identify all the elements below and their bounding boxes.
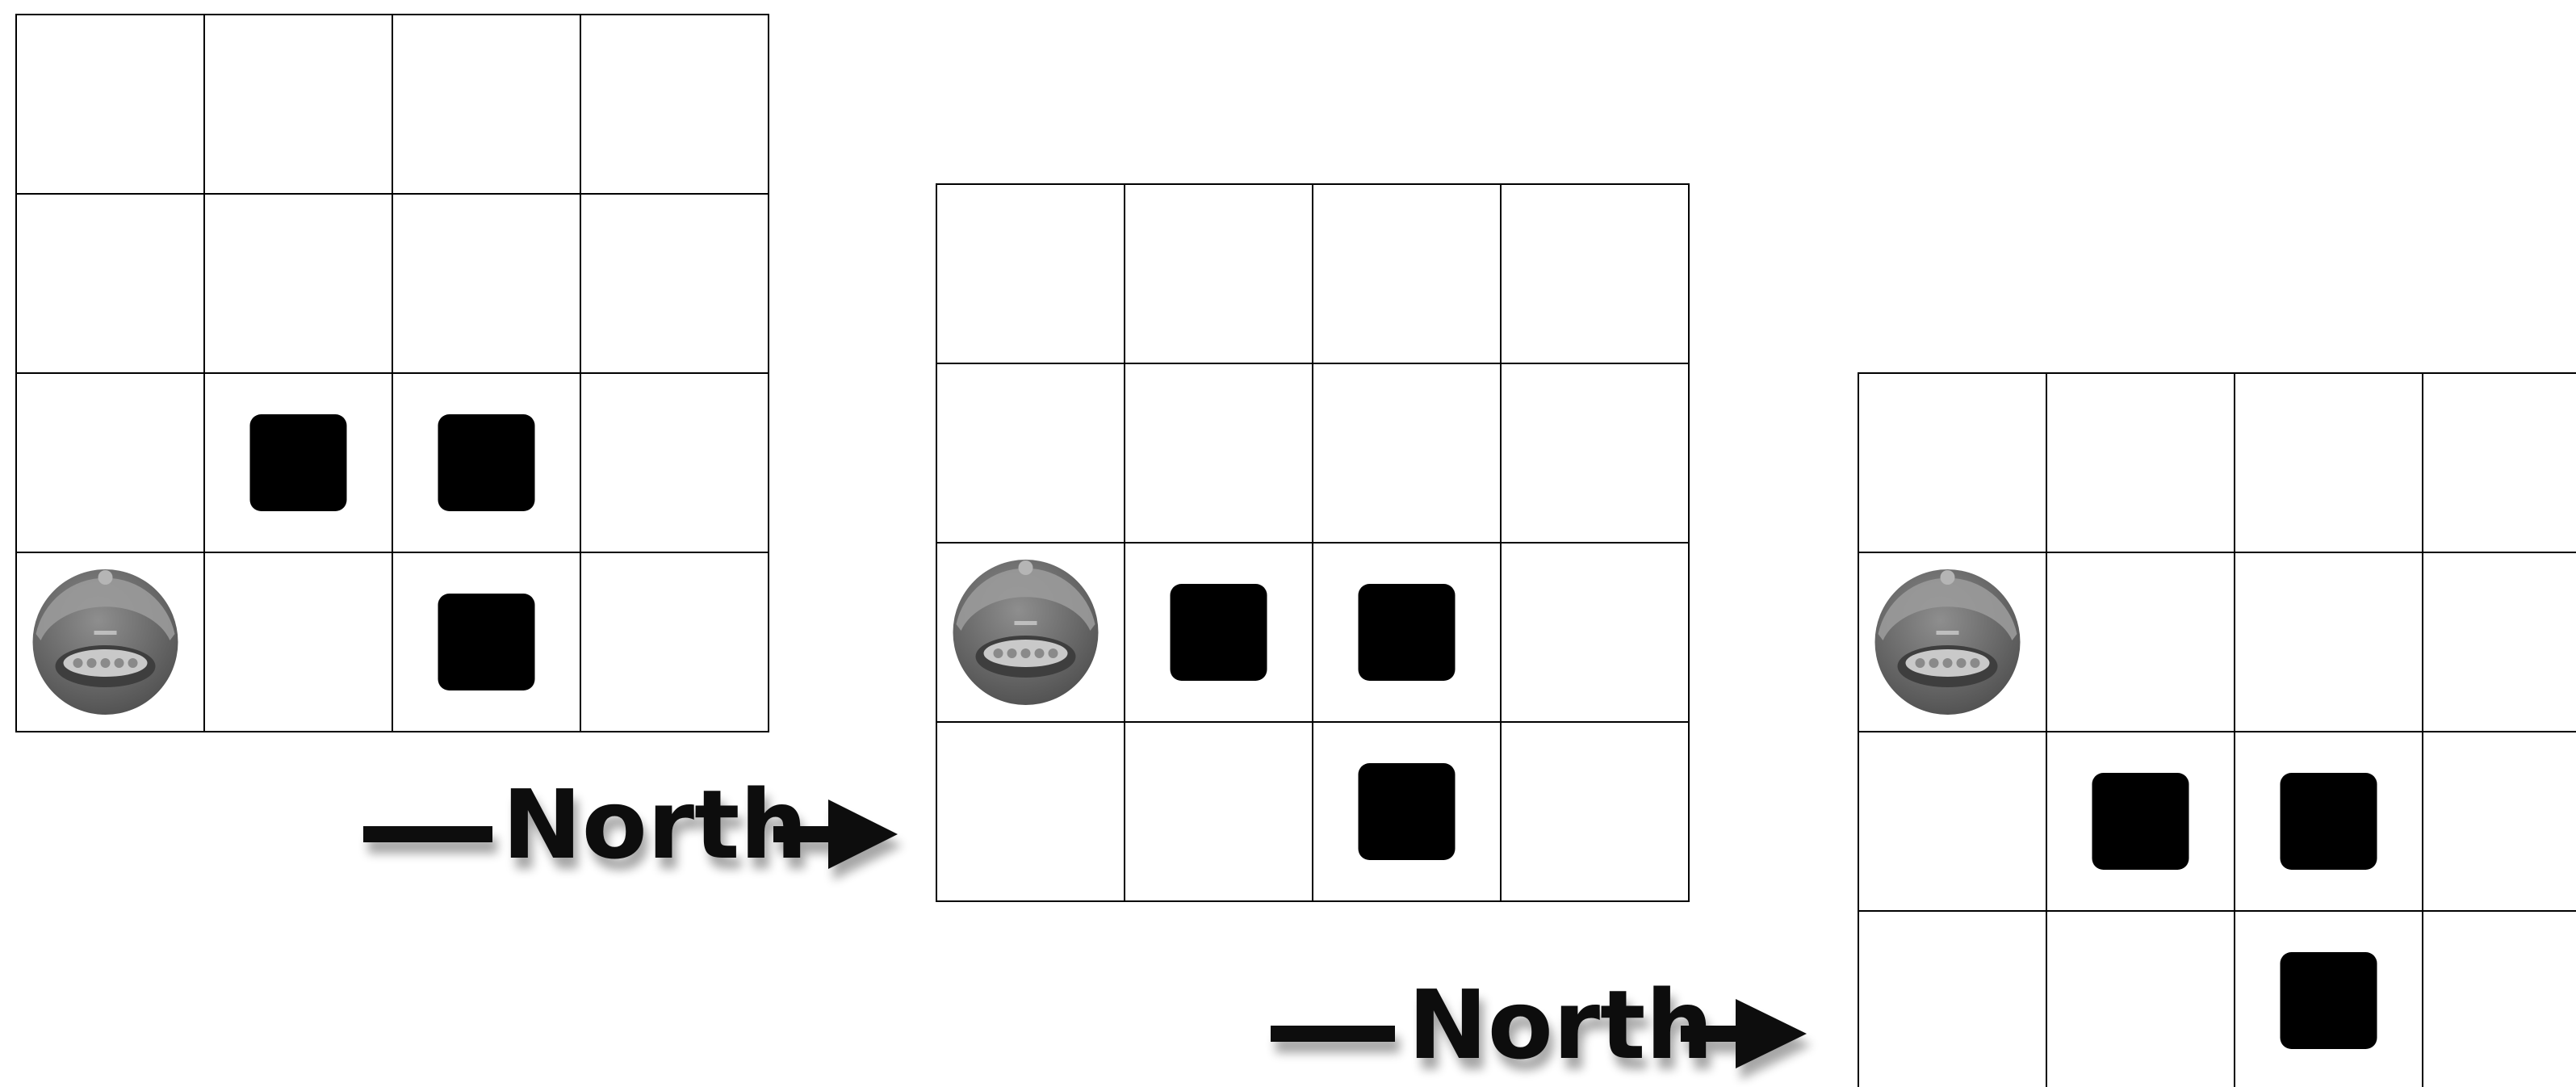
grid-cell <box>1858 731 2047 912</box>
grid-state-3 <box>1858 372 2576 1087</box>
obstacle-block-icon <box>2280 773 2377 870</box>
arrow-shaft-right <box>773 826 831 842</box>
transition-arrow-north-1: North <box>363 769 898 880</box>
transition-label: North <box>1408 969 1713 1081</box>
grid-cell <box>936 721 1125 902</box>
grid-state-1 <box>15 14 769 732</box>
grid-cell <box>2234 372 2423 553</box>
obstacle-block-icon <box>1170 584 1267 681</box>
arrow-shaft-right <box>1681 1026 1739 1042</box>
transition-label: North <box>502 769 807 880</box>
arrow-shaft-left <box>363 826 492 842</box>
obstacle-block-icon <box>249 414 347 511</box>
grid-cell <box>1858 910 2047 1087</box>
grid-cell <box>2046 552 2235 732</box>
obstacle-block-icon <box>1358 763 1456 860</box>
obstacle-block-icon <box>2092 773 2189 870</box>
grid-cell <box>15 372 205 553</box>
robot-vacuum-icon <box>32 569 178 715</box>
grid-cell <box>2422 910 2576 1087</box>
grid-cell <box>392 193 581 374</box>
grid-cell <box>15 193 205 374</box>
grid-cell <box>580 372 769 553</box>
grid-cell <box>580 193 769 374</box>
grid-cell <box>2422 552 2576 732</box>
obstacle-block-icon <box>1358 584 1456 681</box>
grid-cell <box>1312 363 1502 544</box>
grid-cell <box>392 14 581 195</box>
grid-cell <box>2422 372 2576 553</box>
grid-cell <box>1858 372 2047 553</box>
grid-cell <box>203 14 393 195</box>
arrow-shaft-left <box>1271 1026 1395 1042</box>
grid-cell <box>2422 731 2576 912</box>
grid-cell <box>1124 183 1313 364</box>
grid-cell <box>15 14 205 195</box>
grid-cell <box>1124 363 1313 544</box>
obstacle-block-icon <box>2280 952 2377 1049</box>
arrow-right-icon <box>828 800 898 869</box>
grid-cell <box>203 552 393 732</box>
grid-cell <box>1124 721 1313 902</box>
grid-state-2 <box>936 183 1690 902</box>
obstacle-block-icon <box>438 414 535 511</box>
robot-vacuum-icon <box>953 560 1099 705</box>
robot-vacuum-icon <box>1874 569 2021 715</box>
grid-cell <box>203 193 393 374</box>
grid-cell <box>2234 552 2423 732</box>
grid-cell <box>1500 542 1690 723</box>
grid-cell <box>1500 363 1690 544</box>
grid-cell <box>2046 910 2235 1087</box>
grid-cell <box>580 14 769 195</box>
grid-cell <box>936 183 1125 364</box>
grid-cell <box>2046 372 2235 553</box>
grid-cell <box>580 552 769 732</box>
obstacle-block-icon <box>438 594 535 690</box>
grid-cell <box>1500 183 1690 364</box>
grid-cell <box>1312 183 1502 364</box>
grid-cell <box>1500 721 1690 902</box>
transition-arrow-north-2: North <box>1271 969 1807 1081</box>
arrow-right-icon <box>1736 999 1807 1068</box>
grid-cell <box>936 363 1125 544</box>
